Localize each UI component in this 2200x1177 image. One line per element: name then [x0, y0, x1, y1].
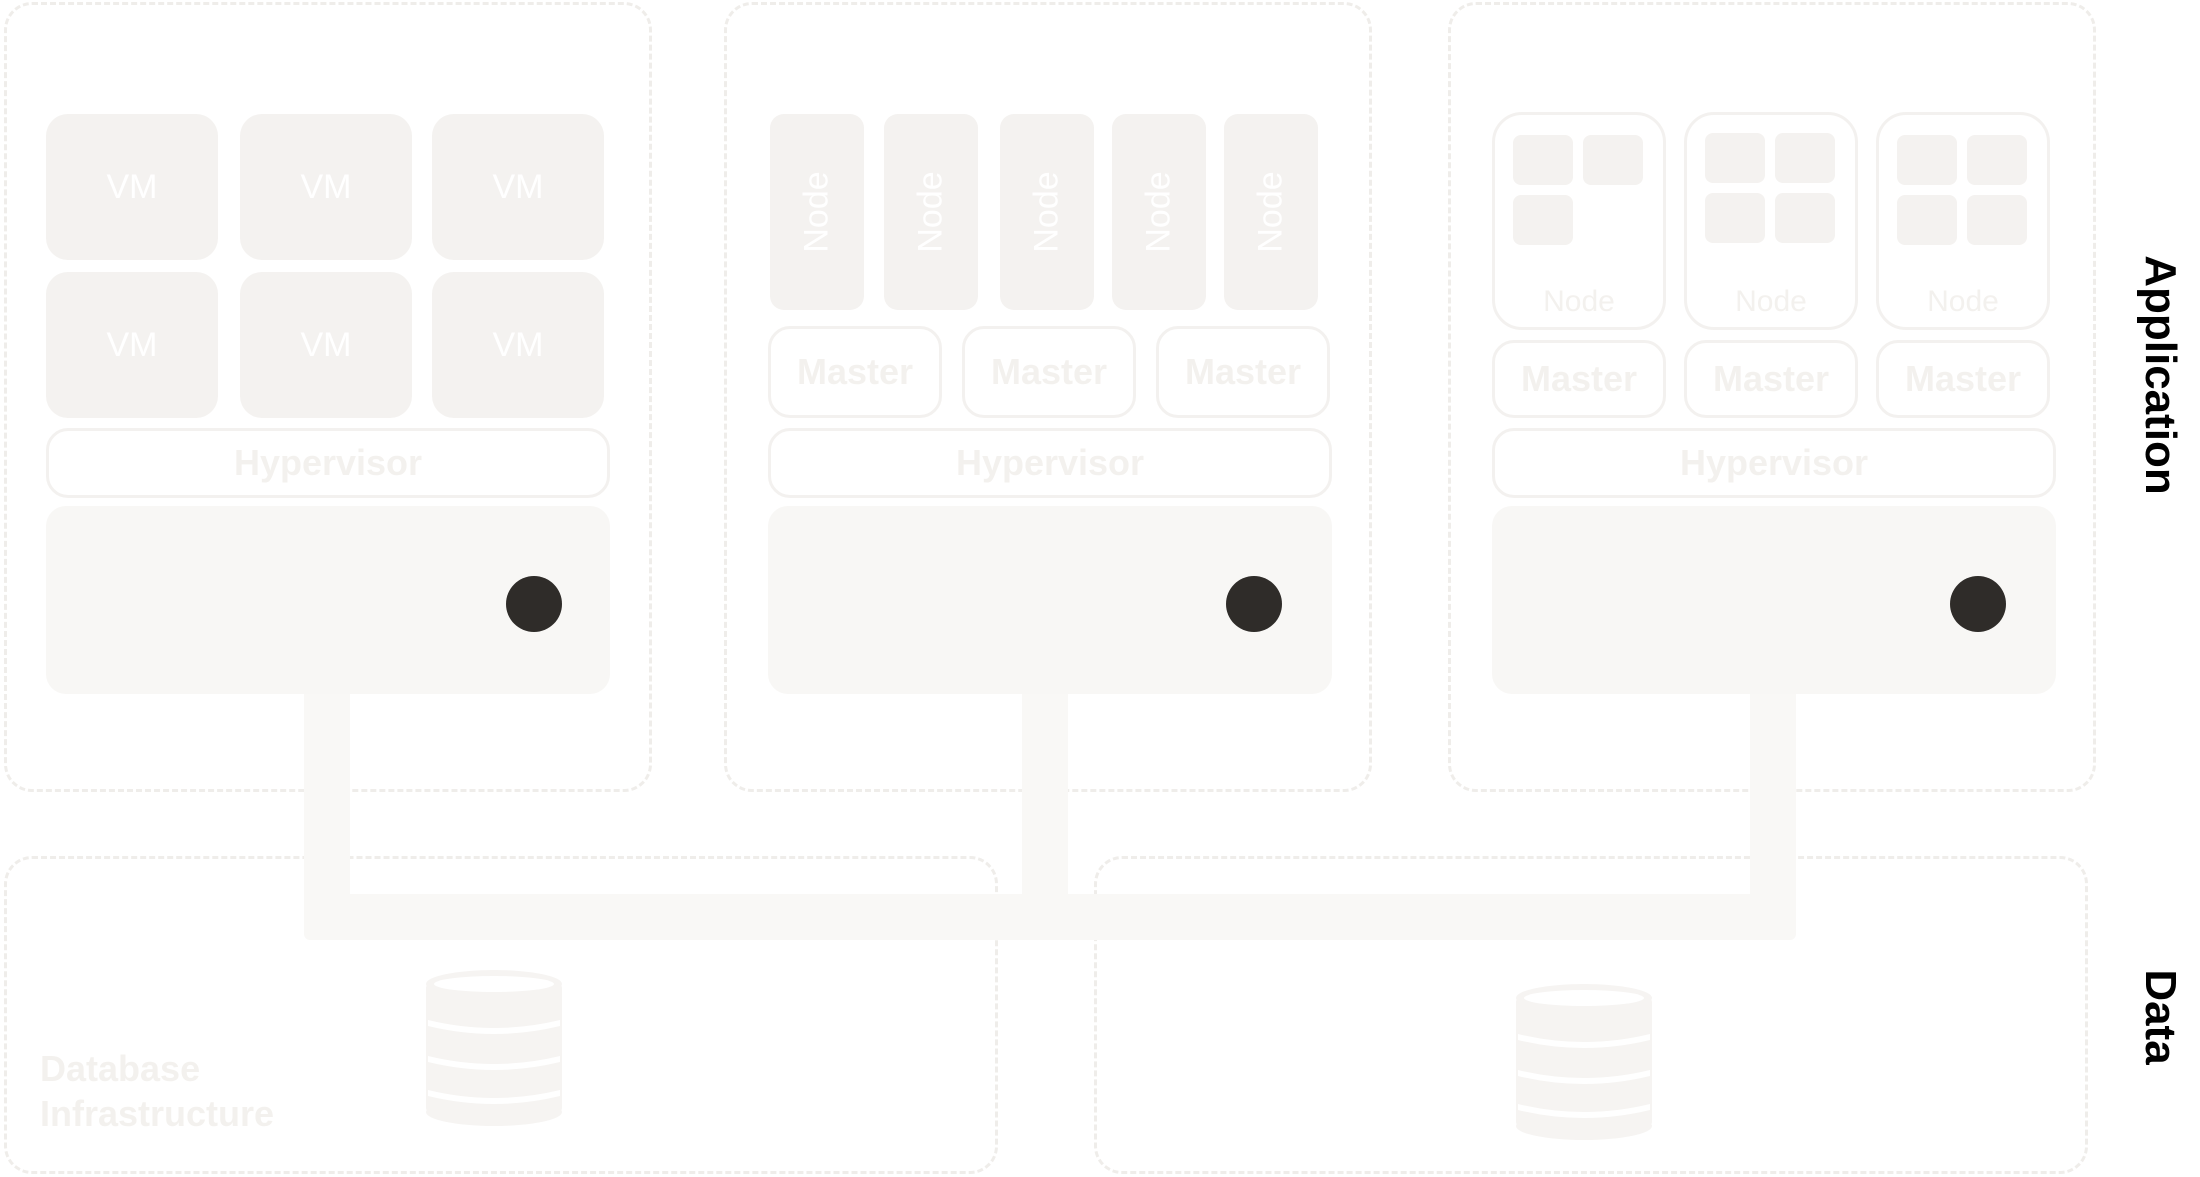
status-led-icon [506, 576, 562, 632]
network-link-2 [1022, 690, 1068, 930]
data-panel-title: Database Infrastructure [40, 1046, 274, 1136]
vm-box: VM [432, 272, 604, 418]
node-box: Node [1224, 114, 1318, 310]
vm-box: VM [46, 114, 218, 260]
container-icon [1705, 133, 1765, 183]
database-icon [1516, 984, 1652, 1140]
container-icon [1775, 193, 1835, 243]
layer-label-data: Data [2136, 969, 2185, 1065]
status-led-icon [1226, 576, 1282, 632]
node-box: Node [770, 114, 864, 310]
vm-box: VM [46, 272, 218, 418]
container-icon [1897, 195, 1957, 245]
container-icon [1967, 135, 2027, 185]
node-box: Node [1112, 114, 1206, 310]
data-group-right [1094, 856, 2088, 1174]
hypervisor-box: Hypervisor [768, 428, 1332, 498]
node-label: Node [1251, 171, 1290, 253]
database-icon [426, 970, 562, 1126]
vm-box: VM [240, 114, 412, 260]
node-label: Node [1543, 285, 1615, 318]
node-box: Node [1492, 112, 1666, 330]
node-label: Node [1927, 285, 1999, 318]
network-link-3 [1750, 690, 1796, 930]
container-icon [1897, 135, 1957, 185]
vm-box: VM [432, 114, 604, 260]
container-icon [1583, 135, 1643, 185]
master-box: Master [1876, 340, 2050, 418]
status-led-icon [1950, 576, 2006, 632]
node-box: Node [884, 114, 978, 310]
master-box: Master [1684, 340, 1858, 418]
master-box: Master [1492, 340, 1666, 418]
master-box: Master [962, 326, 1136, 418]
data-group-left [4, 856, 998, 1174]
hypervisor-box: Hypervisor [1492, 428, 2056, 498]
vm-box: VM [240, 272, 412, 418]
container-icon [1513, 195, 1573, 245]
data-panel-title-line1: Database [40, 1048, 201, 1089]
node-label: Node [911, 171, 950, 253]
layer-label-application: Application [2136, 255, 2185, 495]
container-icon [1967, 195, 2027, 245]
node-box: Node [1000, 114, 1094, 310]
node-box: Node [1876, 112, 2050, 330]
container-icon [1513, 135, 1573, 185]
node-box: Node [1684, 112, 1858, 330]
network-link-1 [304, 690, 350, 930]
master-box: Master [1156, 326, 1330, 418]
container-icon [1705, 193, 1765, 243]
master-box: Master [768, 326, 942, 418]
data-panel-title-line2: Infrastructure [40, 1093, 275, 1134]
node-label: Node [797, 171, 836, 253]
hypervisor-box: Hypervisor [46, 428, 610, 498]
node-label: Node [1735, 285, 1807, 318]
node-label: Node [1139, 171, 1178, 253]
container-icon [1775, 133, 1835, 183]
node-label: Node [1027, 171, 1066, 253]
